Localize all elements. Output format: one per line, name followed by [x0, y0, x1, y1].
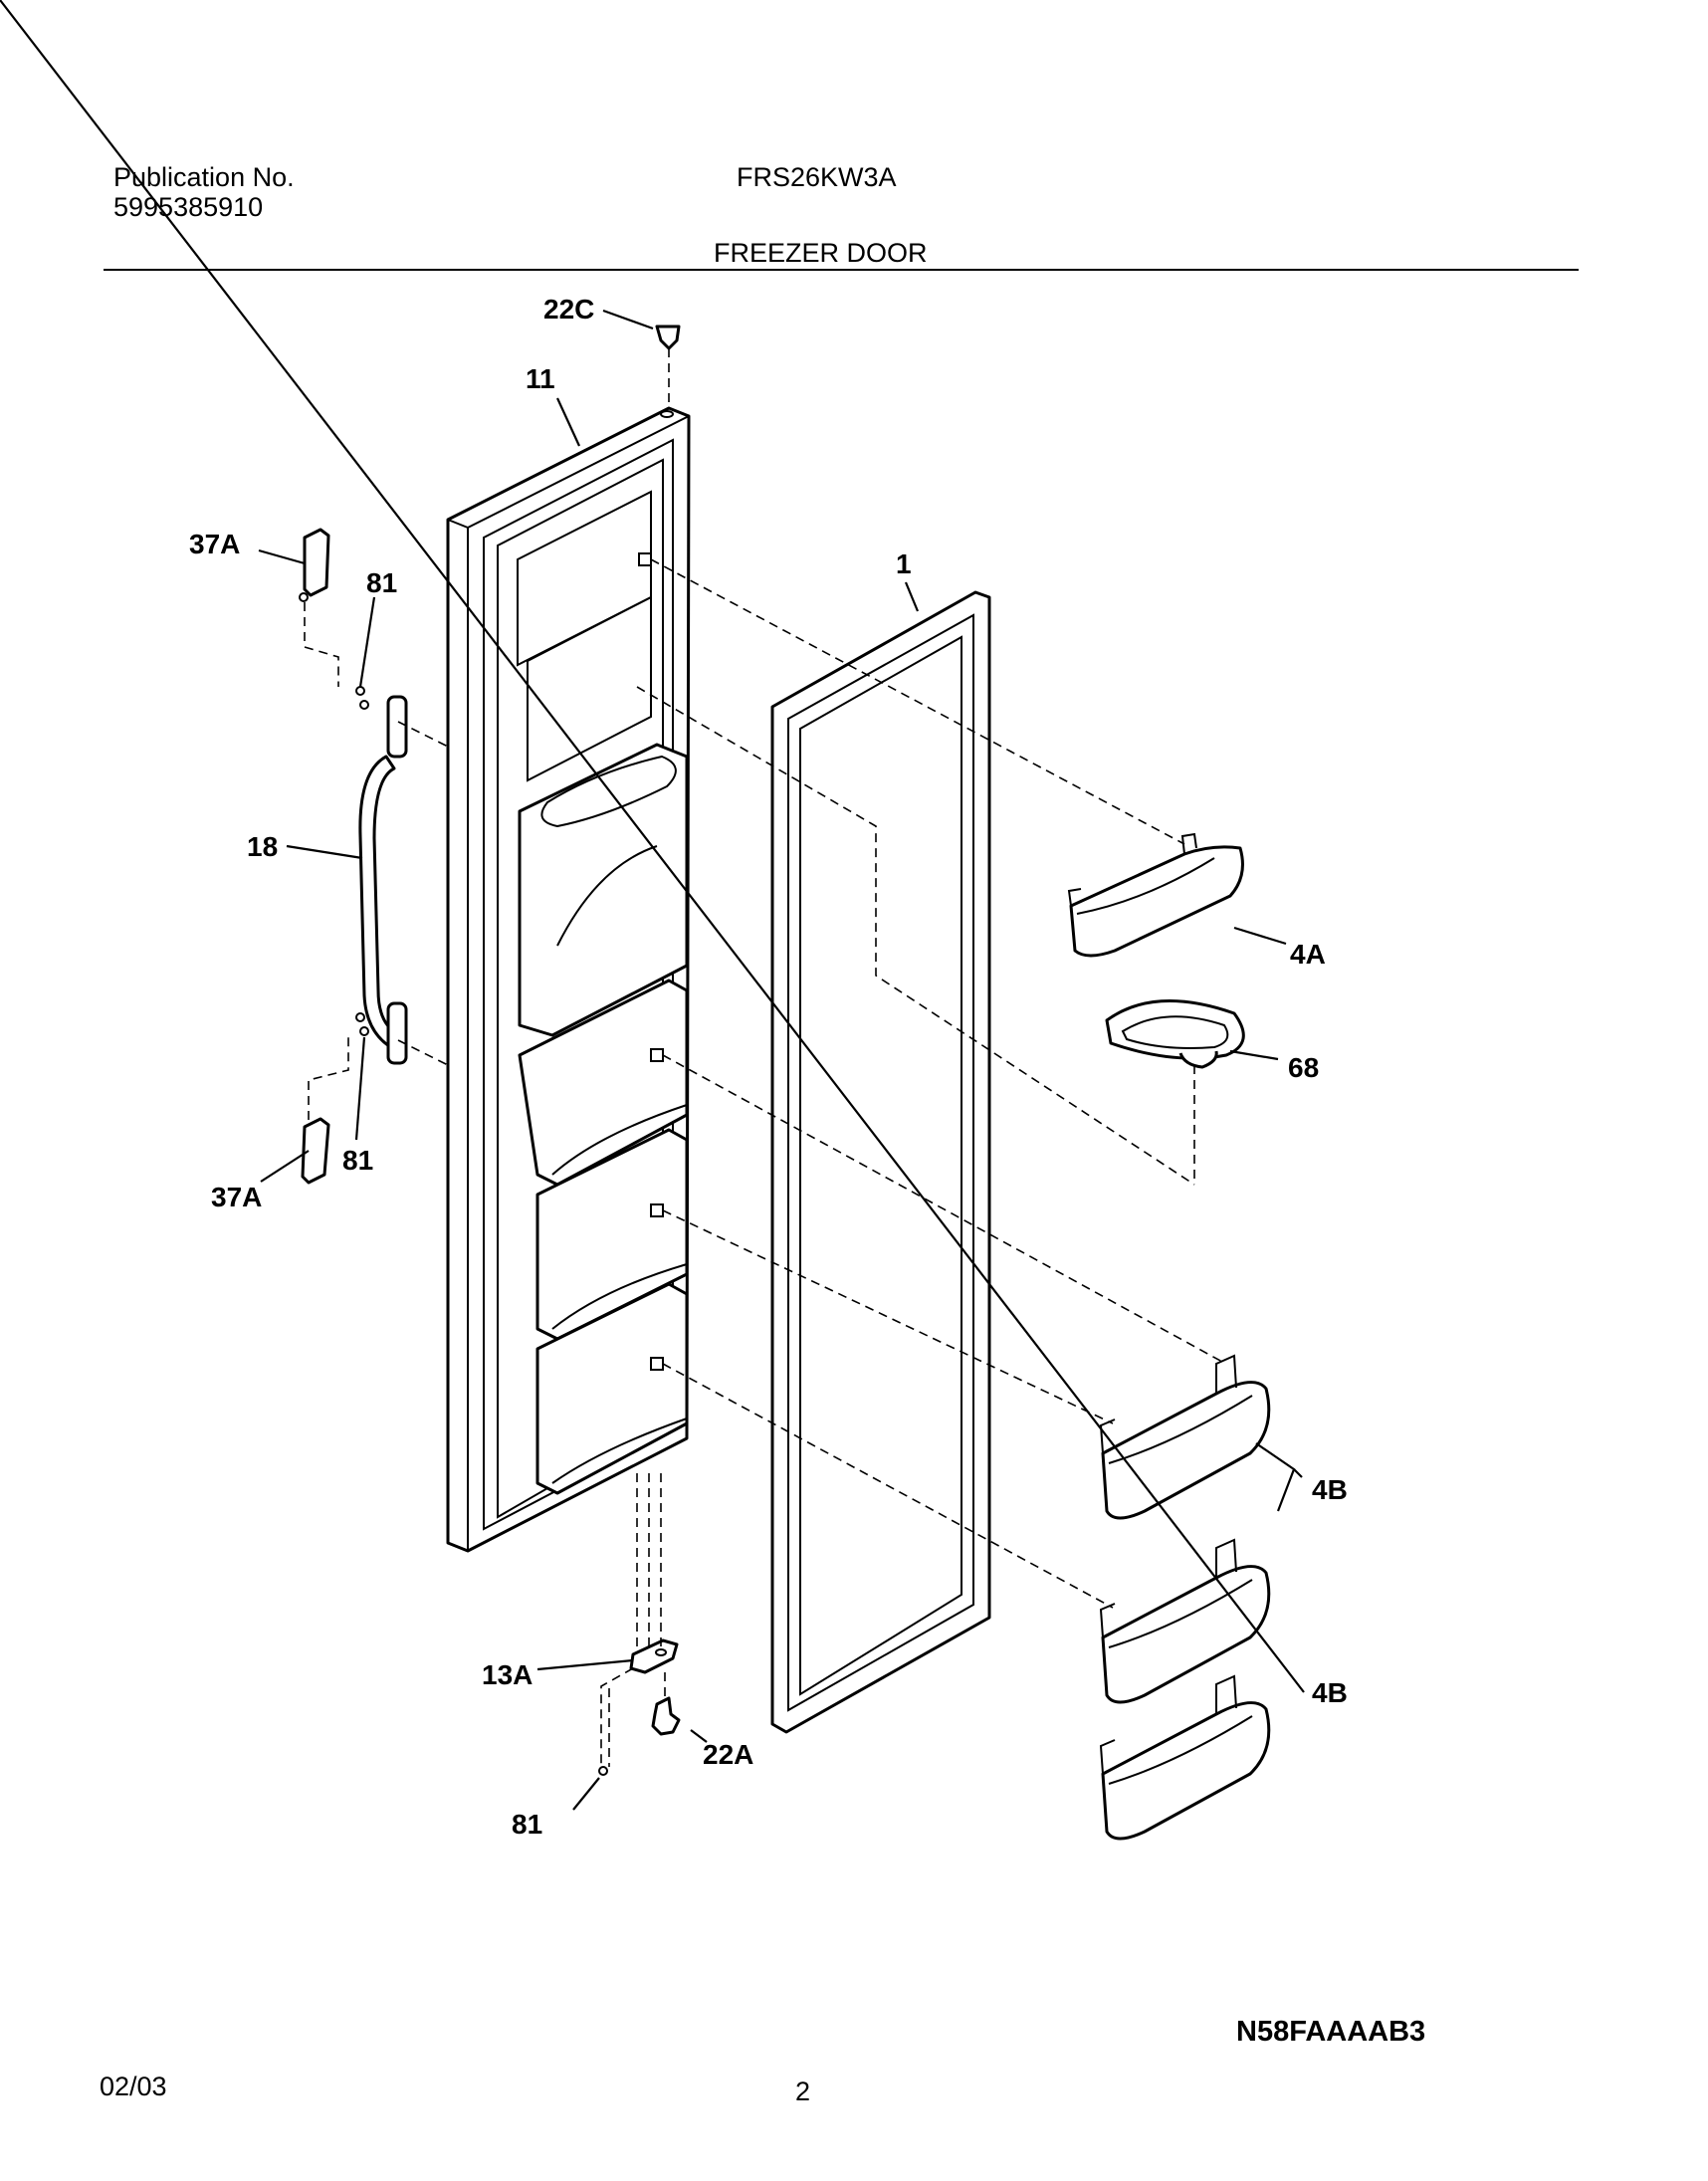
header-divider — [104, 269, 1579, 271]
door-bin-4b-part-3 — [1099, 1674, 1271, 1841]
ice-chute-68-part — [1105, 999, 1245, 1069]
model-number: FRS26KW3A — [737, 162, 897, 192]
hinge-bracket-part — [629, 1638, 679, 1674]
alignment-lines — [304, 348, 1223, 1767]
callout-13a: 13A — [482, 1659, 533, 1690]
callout-22c: 22C — [543, 294, 594, 325]
callout-4a: 4A — [1290, 939, 1326, 970]
callout-81-top: 81 — [366, 567, 397, 598]
leader-lines — [0, 0, 1305, 1811]
bottom-hinge-pin-part — [651, 1696, 681, 1736]
door-handle-part — [358, 695, 408, 1065]
handle-trim-part-bottom — [301, 1117, 330, 1185]
publication-number: 5995385910 — [113, 192, 264, 222]
diagram-code: N58FAAAAB3 — [1236, 2016, 1426, 2048]
top-hinge-pin-part — [655, 325, 681, 350]
door-liner-part — [446, 406, 691, 1553]
handle-trim-part-top — [299, 528, 330, 602]
callout-68: 68 — [1288, 1052, 1319, 1083]
publication-date: 02/03 — [100, 2072, 167, 2101]
door-gasket-part — [770, 590, 991, 1734]
door-bin-4b-part-1 — [1099, 1354, 1271, 1520]
callout-4b-lower: 4B — [1312, 1677, 1348, 1708]
callout-1: 1 — [896, 548, 912, 579]
door-bin-4b-part-2 — [1099, 1538, 1271, 1704]
callout-22a: 22A — [703, 1739, 753, 1770]
callout-81-mid: 81 — [342, 1145, 373, 1176]
callout-labels: 22C 11 37A 81 1 18 4A 68 81 37A 4B 13A 4… — [189, 294, 1348, 1840]
callout-81-bottom: 81 — [512, 1809, 542, 1840]
page-number: 2 — [795, 2076, 811, 2106]
section-title: FREEZER DOOR — [714, 238, 928, 268]
door-bin-4a-part — [1067, 832, 1244, 958]
callout-11: 11 — [526, 363, 555, 394]
callout-4b-upper: 4B — [1312, 1474, 1348, 1505]
callout-18: 18 — [247, 831, 278, 862]
callout-37a-top: 37A — [189, 529, 240, 559]
callout-37a-bottom: 37A — [211, 1182, 262, 1212]
